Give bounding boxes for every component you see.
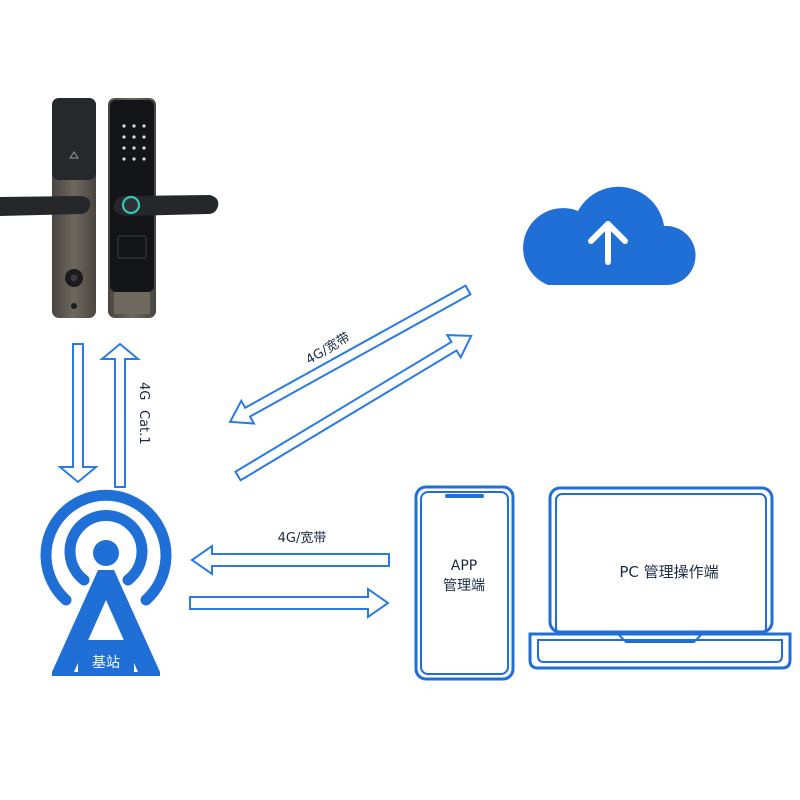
smartphone-icon [414,485,515,681]
arrow-cloud-to-tower [228,284,472,425]
cloud-upload-icon [523,186,696,285]
arrow-phone-to-tower [190,544,390,576]
pc-label: PC 管理操作端 [619,563,718,581]
laptop-icon [528,486,792,670]
vertical-label-cat1: Cat.1 [136,410,151,445]
cell-tower-icon [40,489,172,676]
fingerprint-sensor-icon [121,195,141,215]
tower-label: 基站 [92,654,120,671]
arrow-lock-to-tower [57,343,99,484]
vertical-label-4g: 4G [136,382,151,400]
smart-lock-image [0,98,219,318]
arrow-tower-to-cloud [234,334,473,482]
app-link-label: 4G/宽带 [278,530,327,546]
arrow-tower-to-lock [99,342,141,488]
app-label-line2: 管理端 [443,578,485,594]
arrow-tower-to-phone [189,587,390,619]
app-label-line1: APP [451,558,477,574]
lock-handle-left [0,196,91,216]
lock-handle-right [113,195,219,216]
